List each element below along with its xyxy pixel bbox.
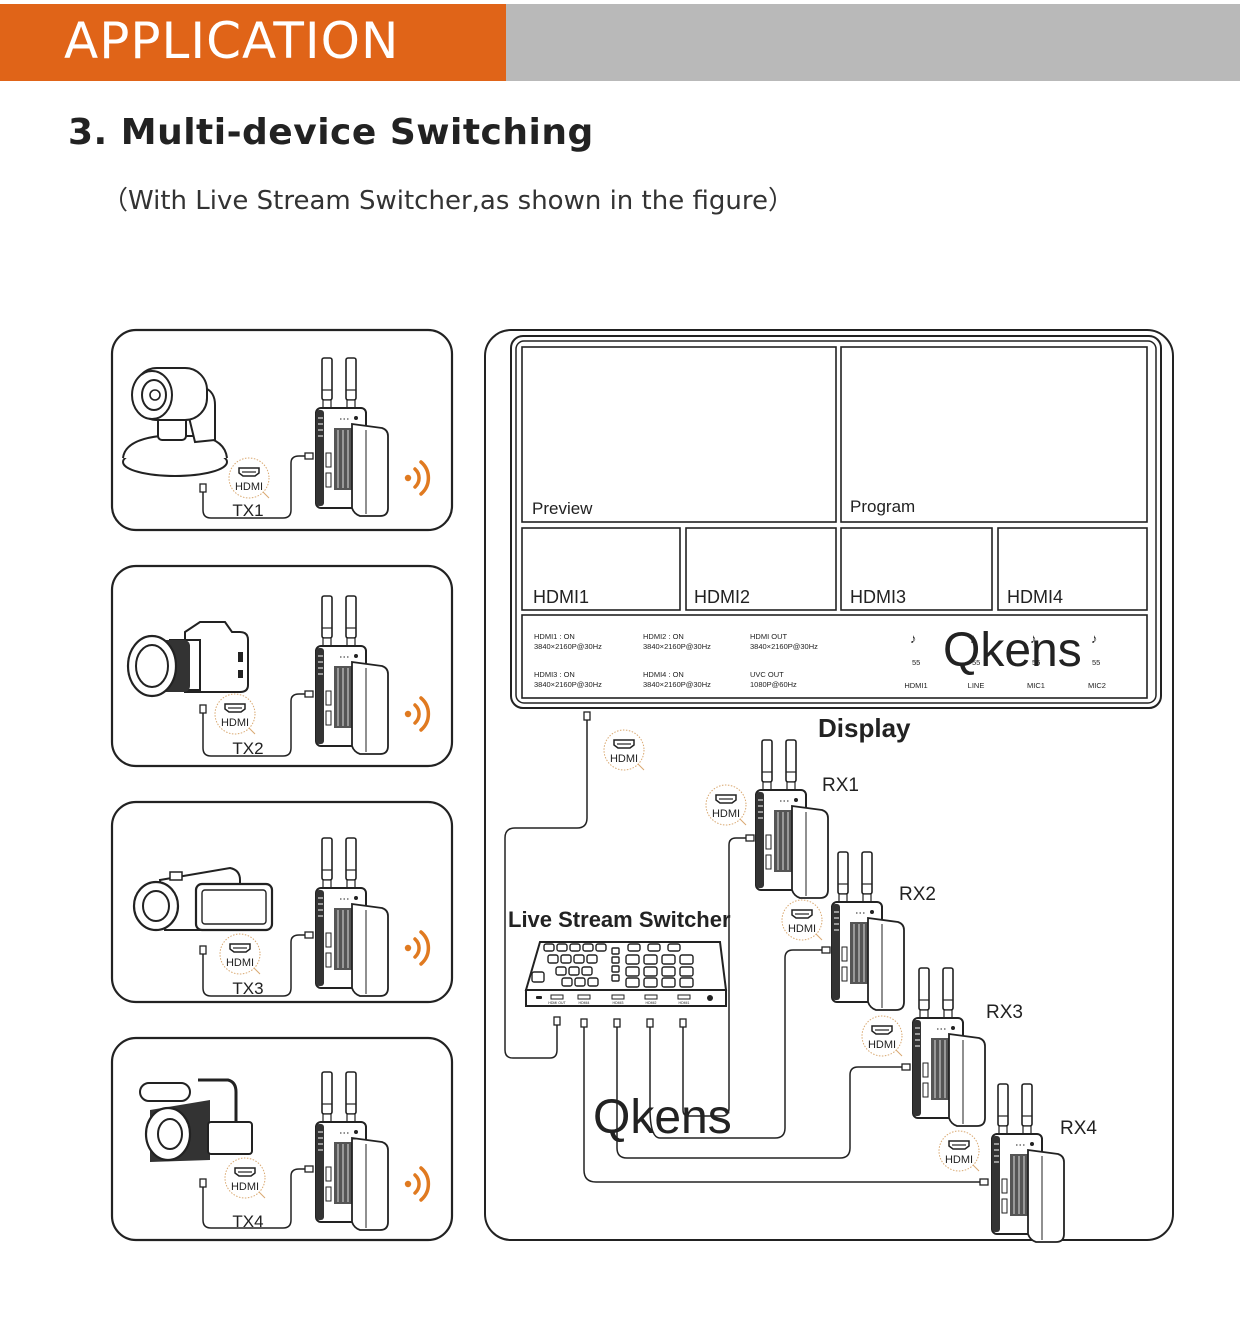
rx-unit-1: HDMI RX1 — [705, 739, 859, 899]
status-name: HDMI1 : ON — [534, 632, 575, 641]
status-value: 3840×2160P@30Hz — [534, 642, 602, 651]
banner-title: APPLICATION — [64, 12, 400, 70]
status-name: UVC OUT — [750, 670, 784, 679]
preview-window — [521, 346, 837, 523]
camcorder-icon — [132, 866, 274, 932]
status-value: 3840×2160P@30Hz — [643, 680, 711, 689]
music-note-icon: ♪ — [1030, 631, 1037, 646]
audio-channel: MIC1 — [1027, 681, 1045, 690]
rx-label: RX3 — [986, 1002, 1023, 1023]
banner-gray-bar — [506, 4, 1240, 81]
hdmi-badge-label: HDMI — [788, 923, 816, 935]
audio-channel: MIC2 — [1088, 681, 1106, 690]
hdmi-badge-label: HDMI — [221, 717, 249, 729]
hdmi1-window — [521, 527, 681, 611]
banner-accent-bar — [0, 4, 506, 81]
status-name: HDMI4 : ON — [643, 670, 684, 679]
hdmi-badge-label: HDMI — [945, 1154, 973, 1166]
tx-label: TX4 — [232, 1212, 263, 1231]
hdmi-badge-label: HDMI — [226, 957, 254, 969]
input-label: HDMI1 — [533, 587, 589, 607]
tx-label: TX2 — [232, 739, 263, 758]
input-label: HDMI2 — [694, 587, 750, 607]
display-title: Display — [818, 713, 911, 743]
status-name: HDMI3 : ON — [534, 670, 575, 679]
hdmi-badge-label: HDMI — [868, 1039, 896, 1051]
status-name: HDMI OUT — [750, 632, 787, 641]
audio-level: 55 — [912, 658, 920, 667]
audio-meters: ♪ ♪ ♪ ♪ 55 55 55 55 HDMI1 LINE MIC1 MIC2 — [904, 631, 1106, 690]
tx-panel-3: HDMI TX3 — [110, 800, 454, 1004]
section-subtitle: （With Live Stream Switcher,as shown in t… — [102, 186, 794, 216]
port-label: HDMI3 — [613, 1001, 624, 1005]
program-window — [840, 346, 1148, 523]
rx-unit-2: HDMI RX2 — [781, 851, 936, 1011]
status-value: 1080P@60Hz — [750, 680, 797, 689]
ptz-camera-icon — [122, 367, 228, 477]
audio-level: 55 — [1032, 658, 1040, 667]
status-bar — [521, 614, 1148, 699]
pro-camcorder-icon — [139, 1078, 253, 1162]
rx-unit-4: HDMI RX4 — [938, 1083, 1097, 1243]
hdmi3-window — [840, 527, 993, 611]
rx-label: RX4 — [1060, 1118, 1097, 1139]
switcher-title: Live Stream Switcher — [508, 907, 731, 932]
music-note-icon: ♪ — [970, 631, 977, 646]
port-label: HDMI OUT — [548, 1001, 566, 1005]
port-label: HDMI1 — [679, 1001, 690, 1005]
live-stream-switcher-icon: HDMI OUT HDMI4 HDMI3 HDMI2 HDMI1 — [524, 941, 728, 1007]
hdmi-badge-label: HDMI — [712, 808, 740, 820]
tx-label: TX3 — [232, 979, 263, 998]
program-label: Program — [850, 497, 915, 516]
status-name: HDMI2 : ON — [643, 632, 684, 641]
display-monitor: Preview Program HDMI1 HDMI2 HDMI3 HDMI4 … — [510, 335, 1162, 709]
hdmi4-window — [997, 527, 1148, 611]
music-note-icon: ♪ — [1091, 631, 1098, 646]
rx-label: RX2 — [899, 884, 936, 905]
tx-panel-4: HDMI TX4 — [110, 1036, 454, 1242]
section-title: 3. Multi-device Switching — [68, 112, 594, 153]
status-value: 3840×2160P@30Hz — [643, 642, 711, 651]
hdmi-badge-label: HDMI — [610, 753, 638, 765]
tx-panel-2: HDMI TX2 — [110, 564, 454, 768]
audio-level: 55 — [1092, 658, 1100, 667]
port-label: HDMI4 — [579, 1001, 590, 1005]
input-label: HDMI4 — [1007, 587, 1063, 607]
hdmi2-window — [685, 527, 837, 611]
watermark-logo: Qkens — [943, 624, 1082, 677]
rx-unit-3: HDMI RX3 — [861, 967, 1023, 1127]
watermark-logo: Qkens — [593, 1091, 732, 1144]
hdmi-cables — [583, 837, 980, 1183]
audio-level: 55 — [972, 658, 980, 667]
music-note-icon: ♪ — [910, 631, 917, 646]
input-label: HDMI3 — [850, 587, 906, 607]
audio-channel: LINE — [968, 681, 985, 690]
audio-channel: HDMI1 — [904, 681, 927, 690]
status-value: 3840×2160P@30Hz — [534, 680, 602, 689]
status-value: 3840×2160P@30Hz — [750, 642, 818, 651]
hdmi-badge-label: HDMI — [235, 481, 263, 493]
port-label: HDMI2 — [646, 1001, 657, 1005]
dslr-camera-icon — [126, 621, 249, 698]
preview-label: Preview — [532, 499, 593, 518]
rx-label: RX1 — [822, 775, 859, 796]
hdmi-badge-label: HDMI — [231, 1181, 259, 1193]
tx-panel-1: HDMI TX1 — [110, 328, 454, 532]
tx-label: TX1 — [232, 501, 263, 520]
